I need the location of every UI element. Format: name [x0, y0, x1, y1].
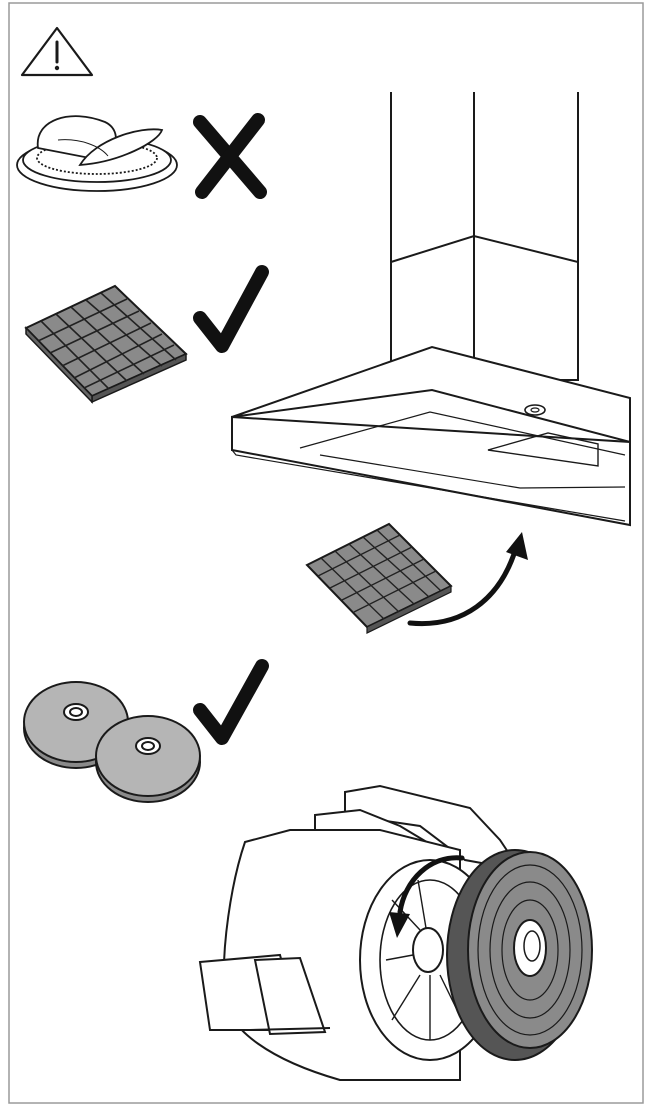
- check-mark-icon: [193, 265, 269, 353]
- cross-mark-icon: [193, 113, 267, 199]
- insert-arrow-icon: [407, 532, 528, 627]
- page-frame: [8, 2, 644, 1104]
- square-carbon-filter-icon: [24, 284, 188, 404]
- round-carbon-filter-on-motor-illustration: [446, 849, 593, 1061]
- check-mark-icon: [193, 659, 269, 745]
- warning-triangle-icon: [20, 26, 94, 77]
- cooker-hood-illustration: [231, 92, 631, 527]
- rotate-arrow-icon: [389, 855, 465, 938]
- carbon-filter-install-illustration: [305, 522, 453, 634]
- round-carbon-filter-icon: [23, 681, 201, 803]
- grease-tray-icon: [16, 115, 178, 192]
